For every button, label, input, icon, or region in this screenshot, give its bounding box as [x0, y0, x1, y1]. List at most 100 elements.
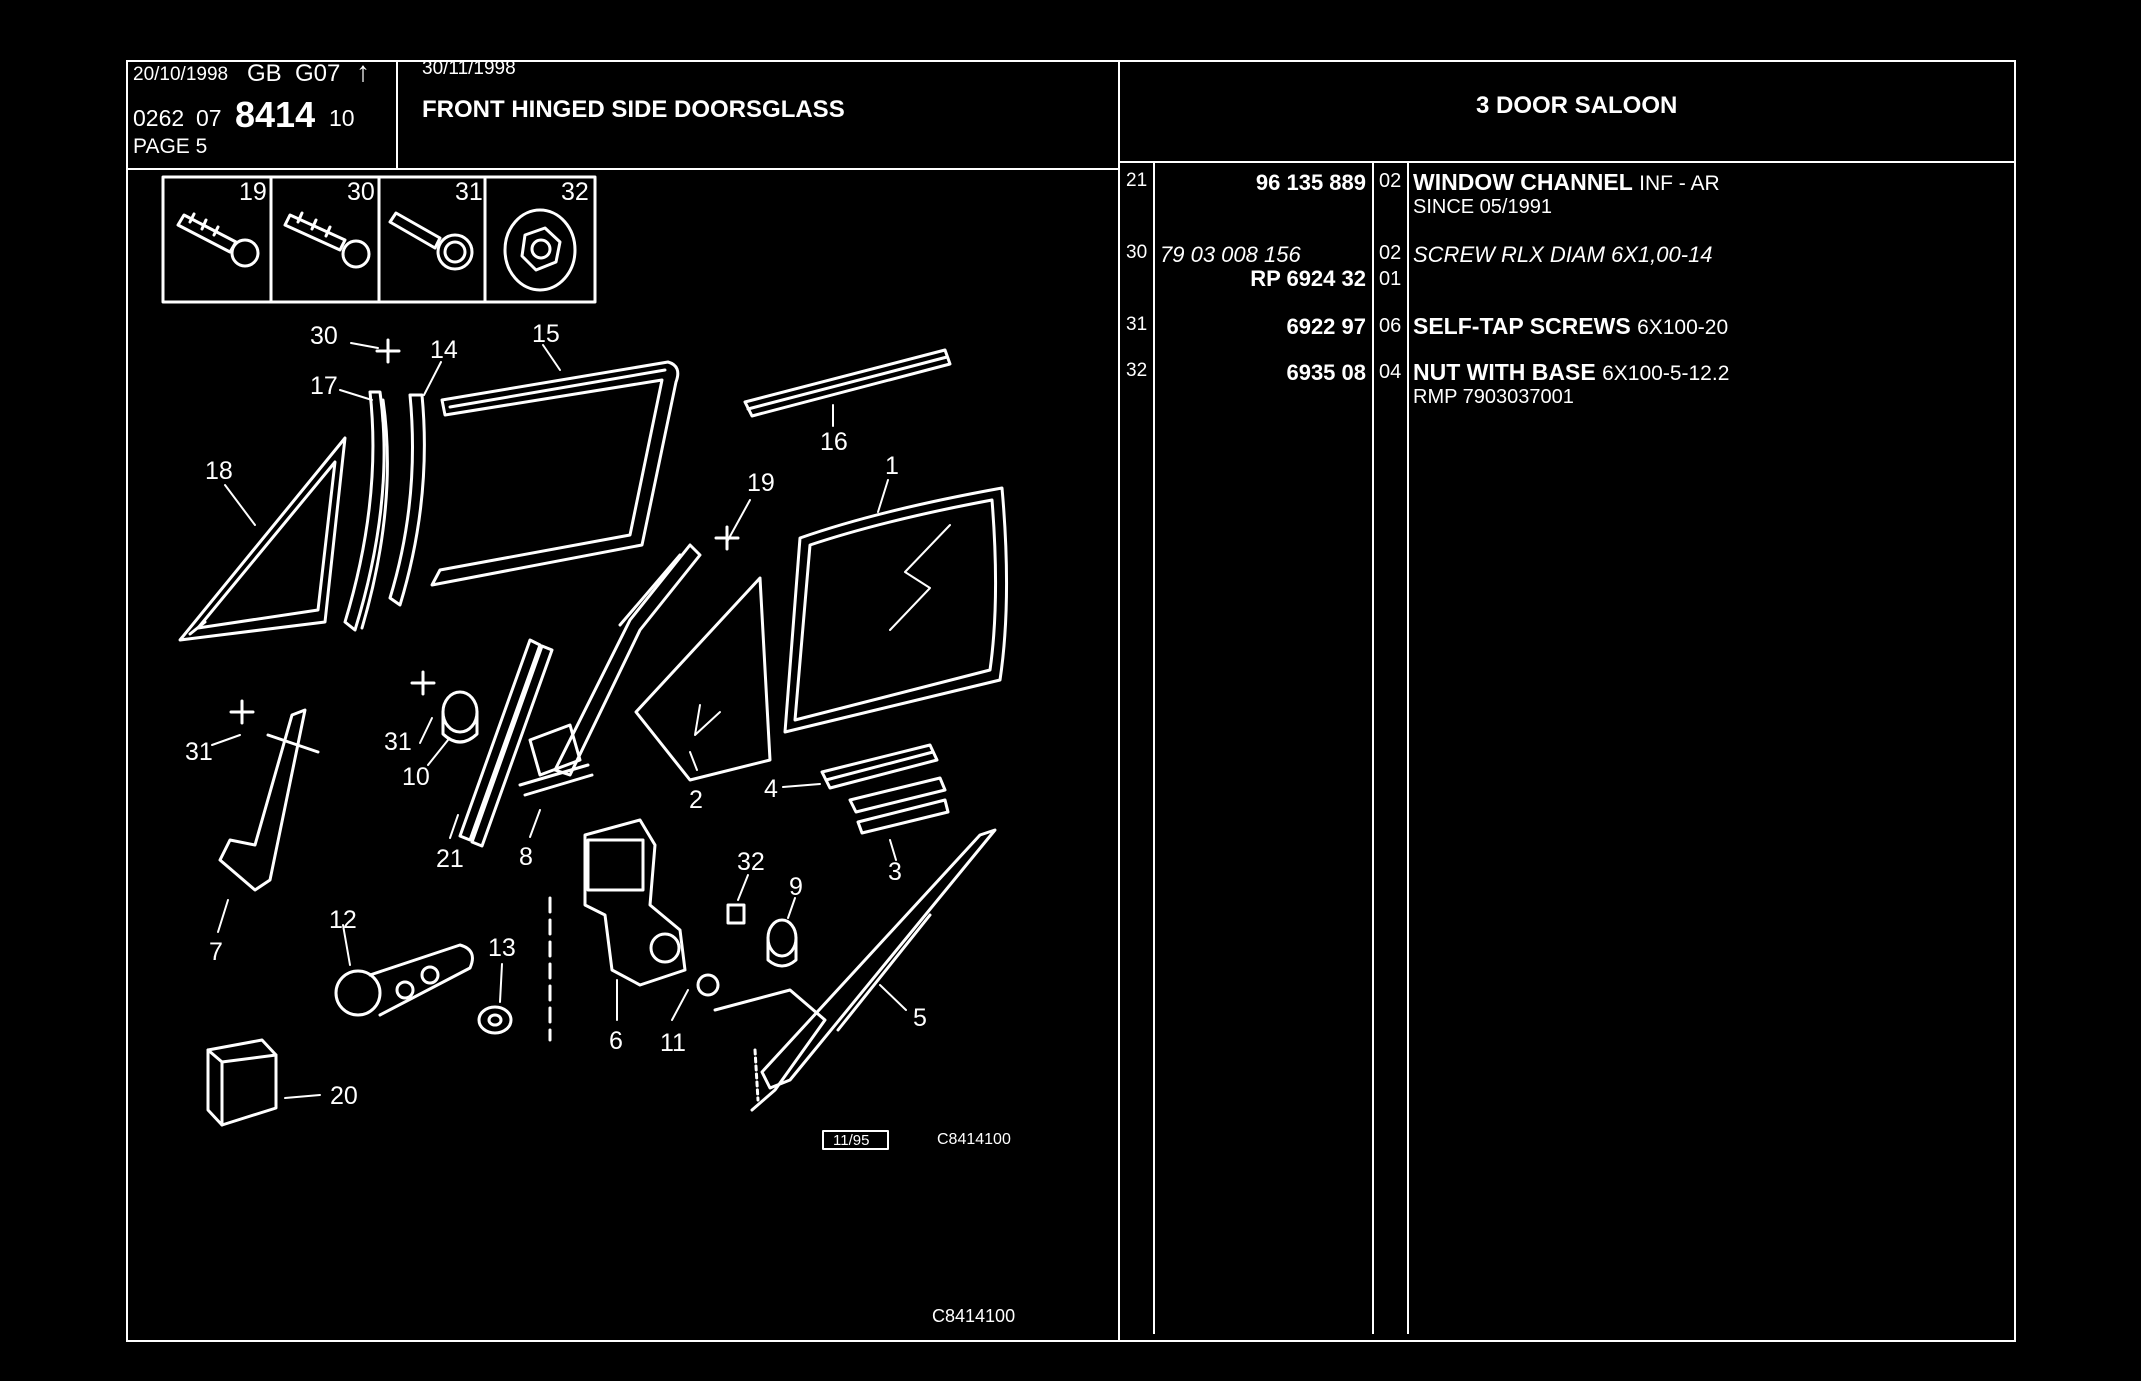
diagram-date-box — [822, 1130, 889, 1150]
part-qty-31: 06 — [1379, 315, 1402, 337]
part-note-32: RMP 7903037001 — [1413, 386, 1574, 408]
header-market: GB — [247, 60, 282, 87]
divider-vertical-main — [1118, 60, 1120, 1342]
part-15-frame-seal — [430, 360, 680, 587]
callout-18: 18 — [205, 457, 233, 485]
part-qty-32: 04 — [1379, 361, 1402, 383]
part-desc-21: WINDOW CHANNEL INF - AR — [1413, 169, 1720, 195]
screw-markers — [229, 338, 740, 725]
callout-20: 20 — [330, 1082, 358, 1110]
header-date-2: 30/11/1998 — [422, 58, 516, 79]
thumb-label-31: 31 — [455, 178, 483, 206]
part-number-30: 79 03 008 156 — [1160, 242, 1301, 267]
thumb-label-32: 32 — [561, 178, 589, 206]
part-32-nut — [726, 903, 746, 925]
part-13-washer — [477, 1005, 513, 1035]
header-ref-b: 07 — [196, 105, 222, 131]
part-17-seal — [343, 390, 389, 632]
nut-32-icon — [503, 208, 577, 292]
part-7-rail — [218, 708, 320, 892]
part-item-21: 21 — [1126, 170, 1148, 191]
part-3-seal — [848, 776, 950, 835]
callout-6: 6 — [609, 1027, 623, 1055]
callout-7: 7 — [209, 938, 223, 966]
callout-16: 16 — [820, 428, 848, 456]
diagram-date: 11/95 — [833, 1132, 870, 1149]
part-qty-21: 02 — [1379, 170, 1402, 192]
part-desc-31: SELF-TAP SCREWS 6X100-20 — [1413, 313, 1729, 339]
callout-32: 32 — [737, 848, 765, 876]
part-2-quarter-glass — [634, 576, 772, 782]
part-9-bush — [766, 918, 798, 968]
part-8-bracket — [518, 723, 594, 797]
part-18-quarter-frame — [178, 436, 347, 642]
callout-14: 14 — [430, 336, 458, 364]
part-number-31: 6922 97 — [1286, 314, 1366, 339]
part-21-window-channel — [458, 638, 554, 848]
callout-21: 21 — [436, 845, 464, 873]
part-12-spool — [334, 943, 474, 1017]
part-item-32: 32 — [1126, 360, 1148, 381]
part-6-motor — [583, 818, 687, 987]
callout-19: 19 — [747, 469, 775, 497]
callout-17: 17 — [310, 372, 338, 400]
thumb-label-30: 30 — [347, 178, 375, 206]
parts-col-line-1 — [1153, 162, 1155, 1334]
part-4-seal — [820, 743, 939, 790]
part-number-32: 6935 08 — [1286, 360, 1366, 385]
header-page: PAGE 5 — [133, 135, 208, 158]
header-ref-c: 10 — [329, 105, 355, 131]
part-desc-30: SCREW RLX DIAM 6X1,00-14 — [1413, 242, 1713, 267]
screw-19-icon — [176, 212, 260, 268]
header-group-number: 8414 — [235, 94, 316, 135]
model-title: 3 DOOR SALOON — [1476, 92, 1678, 119]
page-title: FRONT HINGED SIDE DOORSGLASS — [422, 96, 845, 123]
callout-5: 5 — [913, 1004, 927, 1032]
footer-ref: C8414100 — [932, 1306, 1016, 1326]
screw-30-icon — [283, 211, 371, 269]
part-20-relay — [206, 1038, 278, 1127]
page-frame — [126, 60, 2016, 1342]
header-date-1: 20/10/1998 — [133, 64, 229, 85]
callout-11: 11 — [660, 1029, 686, 1057]
parts-col-line-3 — [1407, 162, 1409, 1334]
part-qty-30-rp: 01 — [1379, 268, 1402, 290]
callout-4: 4 — [764, 775, 778, 803]
callout-10: 10 — [402, 763, 430, 791]
header-code: G07 — [295, 60, 341, 87]
callout-1: 1 — [885, 452, 899, 480]
part-16-channel — [743, 348, 952, 418]
part-number-30-rp: RP 6924 32 — [1250, 266, 1366, 291]
callout-12: 12 — [329, 906, 357, 934]
part-1-main-glass — [783, 486, 1009, 734]
callout-31a: 31 — [384, 728, 412, 756]
part-item-30: 30 — [1126, 242, 1148, 263]
screw-31-icon — [388, 211, 474, 271]
part-11-gear — [696, 973, 720, 997]
callout-31b: 31 — [185, 738, 213, 766]
callout-9: 9 — [789, 873, 803, 901]
part-19-division-bar — [553, 543, 702, 777]
callout-2: 2 — [689, 786, 703, 814]
up-arrow-icon: ↑ — [356, 56, 370, 87]
callout-30: 30 — [310, 322, 338, 350]
callout-8: 8 — [519, 843, 533, 871]
part-item-31: 31 — [1126, 314, 1148, 335]
divider-header-right — [1118, 161, 2016, 163]
part-desc-32: NUT WITH BASE 6X100-5-12.2 — [1413, 359, 1730, 385]
callout-15: 15 — [532, 320, 560, 348]
diagram-ref: C8414100 — [937, 1131, 1011, 1148]
divider-header-cell — [396, 60, 398, 169]
part-5-arm — [713, 828, 997, 1112]
callout-3: 3 — [888, 858, 902, 886]
part-note-21: SINCE 05/1991 — [1413, 196, 1552, 218]
part-14-strip — [388, 393, 426, 607]
divider-header-left — [126, 168, 1119, 170]
part-qty-30: 02 — [1379, 242, 1402, 264]
header-ref-a: 0262 — [133, 105, 185, 131]
part-number-21: 96 135 889 — [1255, 170, 1366, 195]
part-10-bush — [441, 690, 479, 744]
thumb-label-19: 19 — [239, 178, 267, 206]
parts-col-line-2 — [1372, 162, 1374, 1334]
